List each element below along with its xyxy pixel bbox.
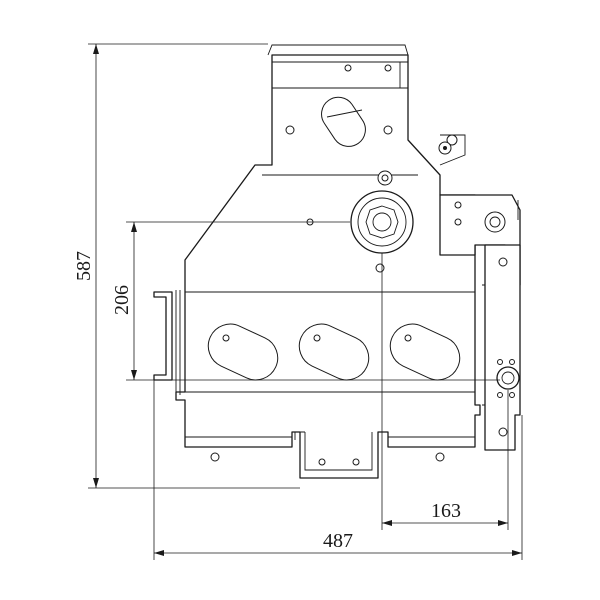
dimension-lines [88, 43, 523, 560]
left-channel [153, 290, 181, 395]
overall-width-label: 487 [323, 530, 353, 552]
overall-height-label: 587 [73, 251, 95, 281]
operating-shaft [350, 170, 414, 254]
mounting-holes [210, 64, 445, 466]
bottom-feet [185, 431, 475, 471]
oval-slots [207, 323, 461, 381]
offset-width-label: 163 [431, 500, 461, 522]
shaft-height-label: 206 [111, 285, 133, 315]
right-lower-plate [484, 244, 521, 451]
top-slot [321, 96, 366, 147]
